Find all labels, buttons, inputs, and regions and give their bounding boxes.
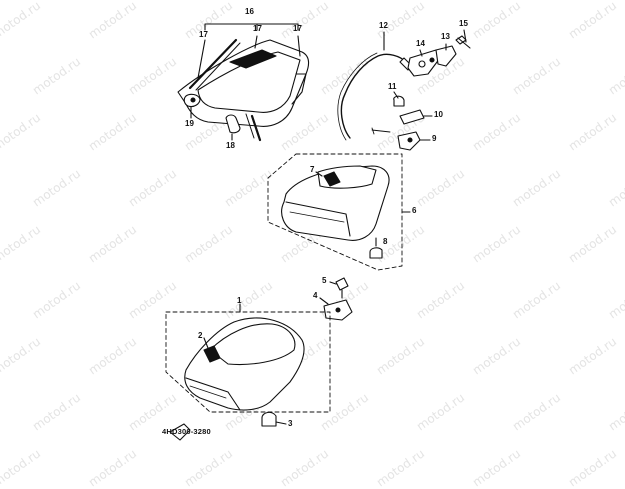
callout-14: 14	[416, 39, 425, 48]
front-seat-1-lower	[185, 377, 241, 411]
leader-7	[315, 171, 323, 177]
front-arrow-icon	[169, 423, 191, 441]
seat-cowl-rear-panel	[197, 51, 301, 113]
cowl-bracket-18	[225, 114, 241, 134]
dashed-box-6	[267, 153, 403, 271]
seat-cowl-top-stripe	[229, 49, 277, 69]
callout-13: 13	[441, 32, 450, 41]
callout-11: 11	[388, 82, 397, 91]
callout-12: 12	[379, 21, 388, 30]
callout-1: 1	[237, 296, 242, 305]
bolt-5	[335, 277, 349, 291]
callout-17a: 17	[199, 30, 208, 39]
leader-17c	[297, 35, 301, 57]
callout-7: 7	[310, 165, 315, 174]
lock-plate-10	[399, 109, 425, 125]
callout-19: 19	[185, 119, 194, 128]
seat-cowl-stripe-left	[188, 38, 238, 90]
rear-seat-6-edge	[289, 211, 345, 223]
seat-cowl-stripe-right-2	[245, 113, 255, 139]
callout-15: 15	[459, 19, 468, 28]
seat-cowl-edge-right	[291, 73, 307, 105]
leader-11	[393, 91, 399, 99]
lock-bracket-14-hole	[418, 60, 426, 68]
rear-seat-group	[267, 153, 411, 271]
callout-3: 3	[288, 419, 293, 428]
leader-15	[463, 29, 467, 43]
bolt-15	[455, 35, 471, 49]
seat-cowl-assembly	[177, 23, 310, 142]
leader-4	[319, 297, 329, 305]
seat-lock-assembly	[337, 29, 471, 151]
leader-14	[419, 49, 423, 57]
callout-6: 6	[412, 206, 417, 215]
callout-4: 4	[313, 291, 318, 300]
leader-17a	[197, 39, 206, 79]
front-seat-group	[165, 303, 331, 441]
cowl-mount-19-hole	[190, 97, 196, 103]
callout-10: 10	[434, 110, 443, 119]
grommet-11	[393, 95, 405, 107]
seat-hinge-group	[319, 277, 353, 321]
callout-16: 16	[245, 7, 254, 16]
front-seat-1-edge	[189, 385, 227, 399]
callout-17b: 17	[253, 24, 262, 33]
callout-18: 18	[226, 141, 235, 150]
leader-5	[329, 281, 337, 285]
callout-8: 8	[383, 237, 388, 246]
seat-cowl-stripe-right	[250, 114, 262, 142]
seat-cowl-stripe-left-2	[195, 42, 241, 91]
callout-5: 5	[322, 276, 327, 285]
leader-2	[203, 337, 209, 349]
damper-3	[261, 411, 277, 427]
strap-7	[323, 171, 341, 187]
callout-9: 9	[432, 134, 437, 143]
drawing-code: 4HD300-3280	[162, 427, 211, 436]
leader-16	[204, 23, 299, 31]
seat-lock-cable-12-inner	[337, 52, 378, 141]
strap-2	[203, 345, 221, 363]
damper-8	[369, 247, 383, 259]
callout-17c: 17	[293, 24, 302, 33]
lock-bracket-13	[435, 45, 457, 67]
leader-3	[275, 421, 287, 425]
leader-17b	[254, 35, 258, 49]
seat-lock-cable-12	[340, 53, 407, 139]
front-seat-1-top	[209, 323, 296, 365]
callout-2: 2	[198, 331, 203, 340]
exploded-parts-diagram	[165, 23, 471, 441]
rear-seat-6-front	[285, 201, 351, 237]
